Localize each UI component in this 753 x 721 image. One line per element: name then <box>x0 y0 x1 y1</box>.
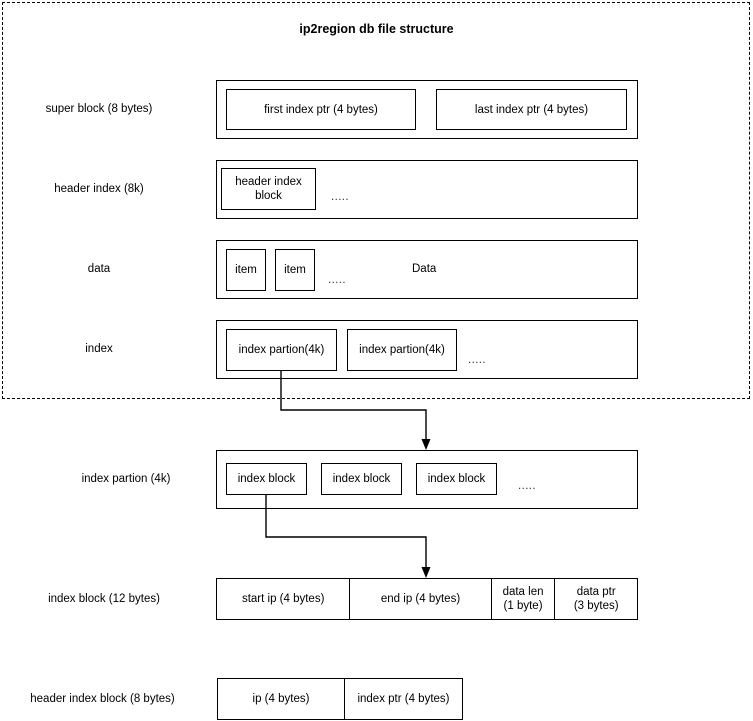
index-ellipsis: ..... <box>468 354 486 366</box>
segment-data-ptr: data ptr (3 bytes) <box>555 579 637 619</box>
index-block-box-1: index block <box>226 463 307 495</box>
index-partion-box-1: index partion(4k) <box>226 329 337 371</box>
row-label-index: index <box>85 343 113 355</box>
row-label-header-index: header index (8k) <box>54 183 144 195</box>
index-block-box-2: index block <box>321 463 402 495</box>
row-label-index-block: index block (12 bytes) <box>48 593 160 605</box>
index-partion-ellipsis: ..... <box>518 480 536 492</box>
index-block-box-3: index block <box>416 463 497 495</box>
header-index-block-segments: ip (4 bytes) index ptr (4 bytes) <box>217 678 463 720</box>
data-item-box-1: item <box>226 249 266 291</box>
header-index-ellipsis: ..... <box>331 191 349 203</box>
header-index-block-box: header index block <box>221 168 316 210</box>
row-label-header-index-block: header index block (8 bytes) <box>30 693 175 705</box>
row-label-index-partion: index partion (4k) <box>81 473 171 485</box>
row-label-data: data <box>87 263 111 275</box>
row-label-super-block: super block (8 bytes) <box>45 103 153 115</box>
segment-data-len-line1: data len <box>502 586 544 598</box>
segment-data-len-line2: (1 byte) <box>503 600 543 612</box>
segment-data-len: data len (1 byte) <box>492 579 556 619</box>
segment-data-ptr-line2: (3 bytes) <box>573 600 619 612</box>
index-block-segments: start ip (4 bytes) end ip (4 bytes) data… <box>216 578 638 620</box>
page-title: ip2region db file structure <box>299 22 454 36</box>
segment-ip: ip (4 bytes) <box>218 679 345 719</box>
data-caption: Data <box>412 263 437 275</box>
segment-end-ip: end ip (4 bytes) <box>350 579 492 619</box>
segment-start-ip: start ip (4 bytes) <box>217 579 351 619</box>
data-item-box-2: item <box>275 249 315 291</box>
data-ellipsis: ..... <box>328 274 346 286</box>
last-index-ptr-box: last index ptr (4 bytes) <box>436 89 627 130</box>
first-index-ptr-box: first index ptr (4 bytes) <box>226 89 416 130</box>
index-partion-box-2: index partion(4k) <box>347 329 457 371</box>
db-file-dashed-region <box>2 2 750 399</box>
segment-index-ptr: index ptr (4 bytes) <box>357 693 450 705</box>
segment-data-ptr-line1: data ptr <box>576 586 616 598</box>
